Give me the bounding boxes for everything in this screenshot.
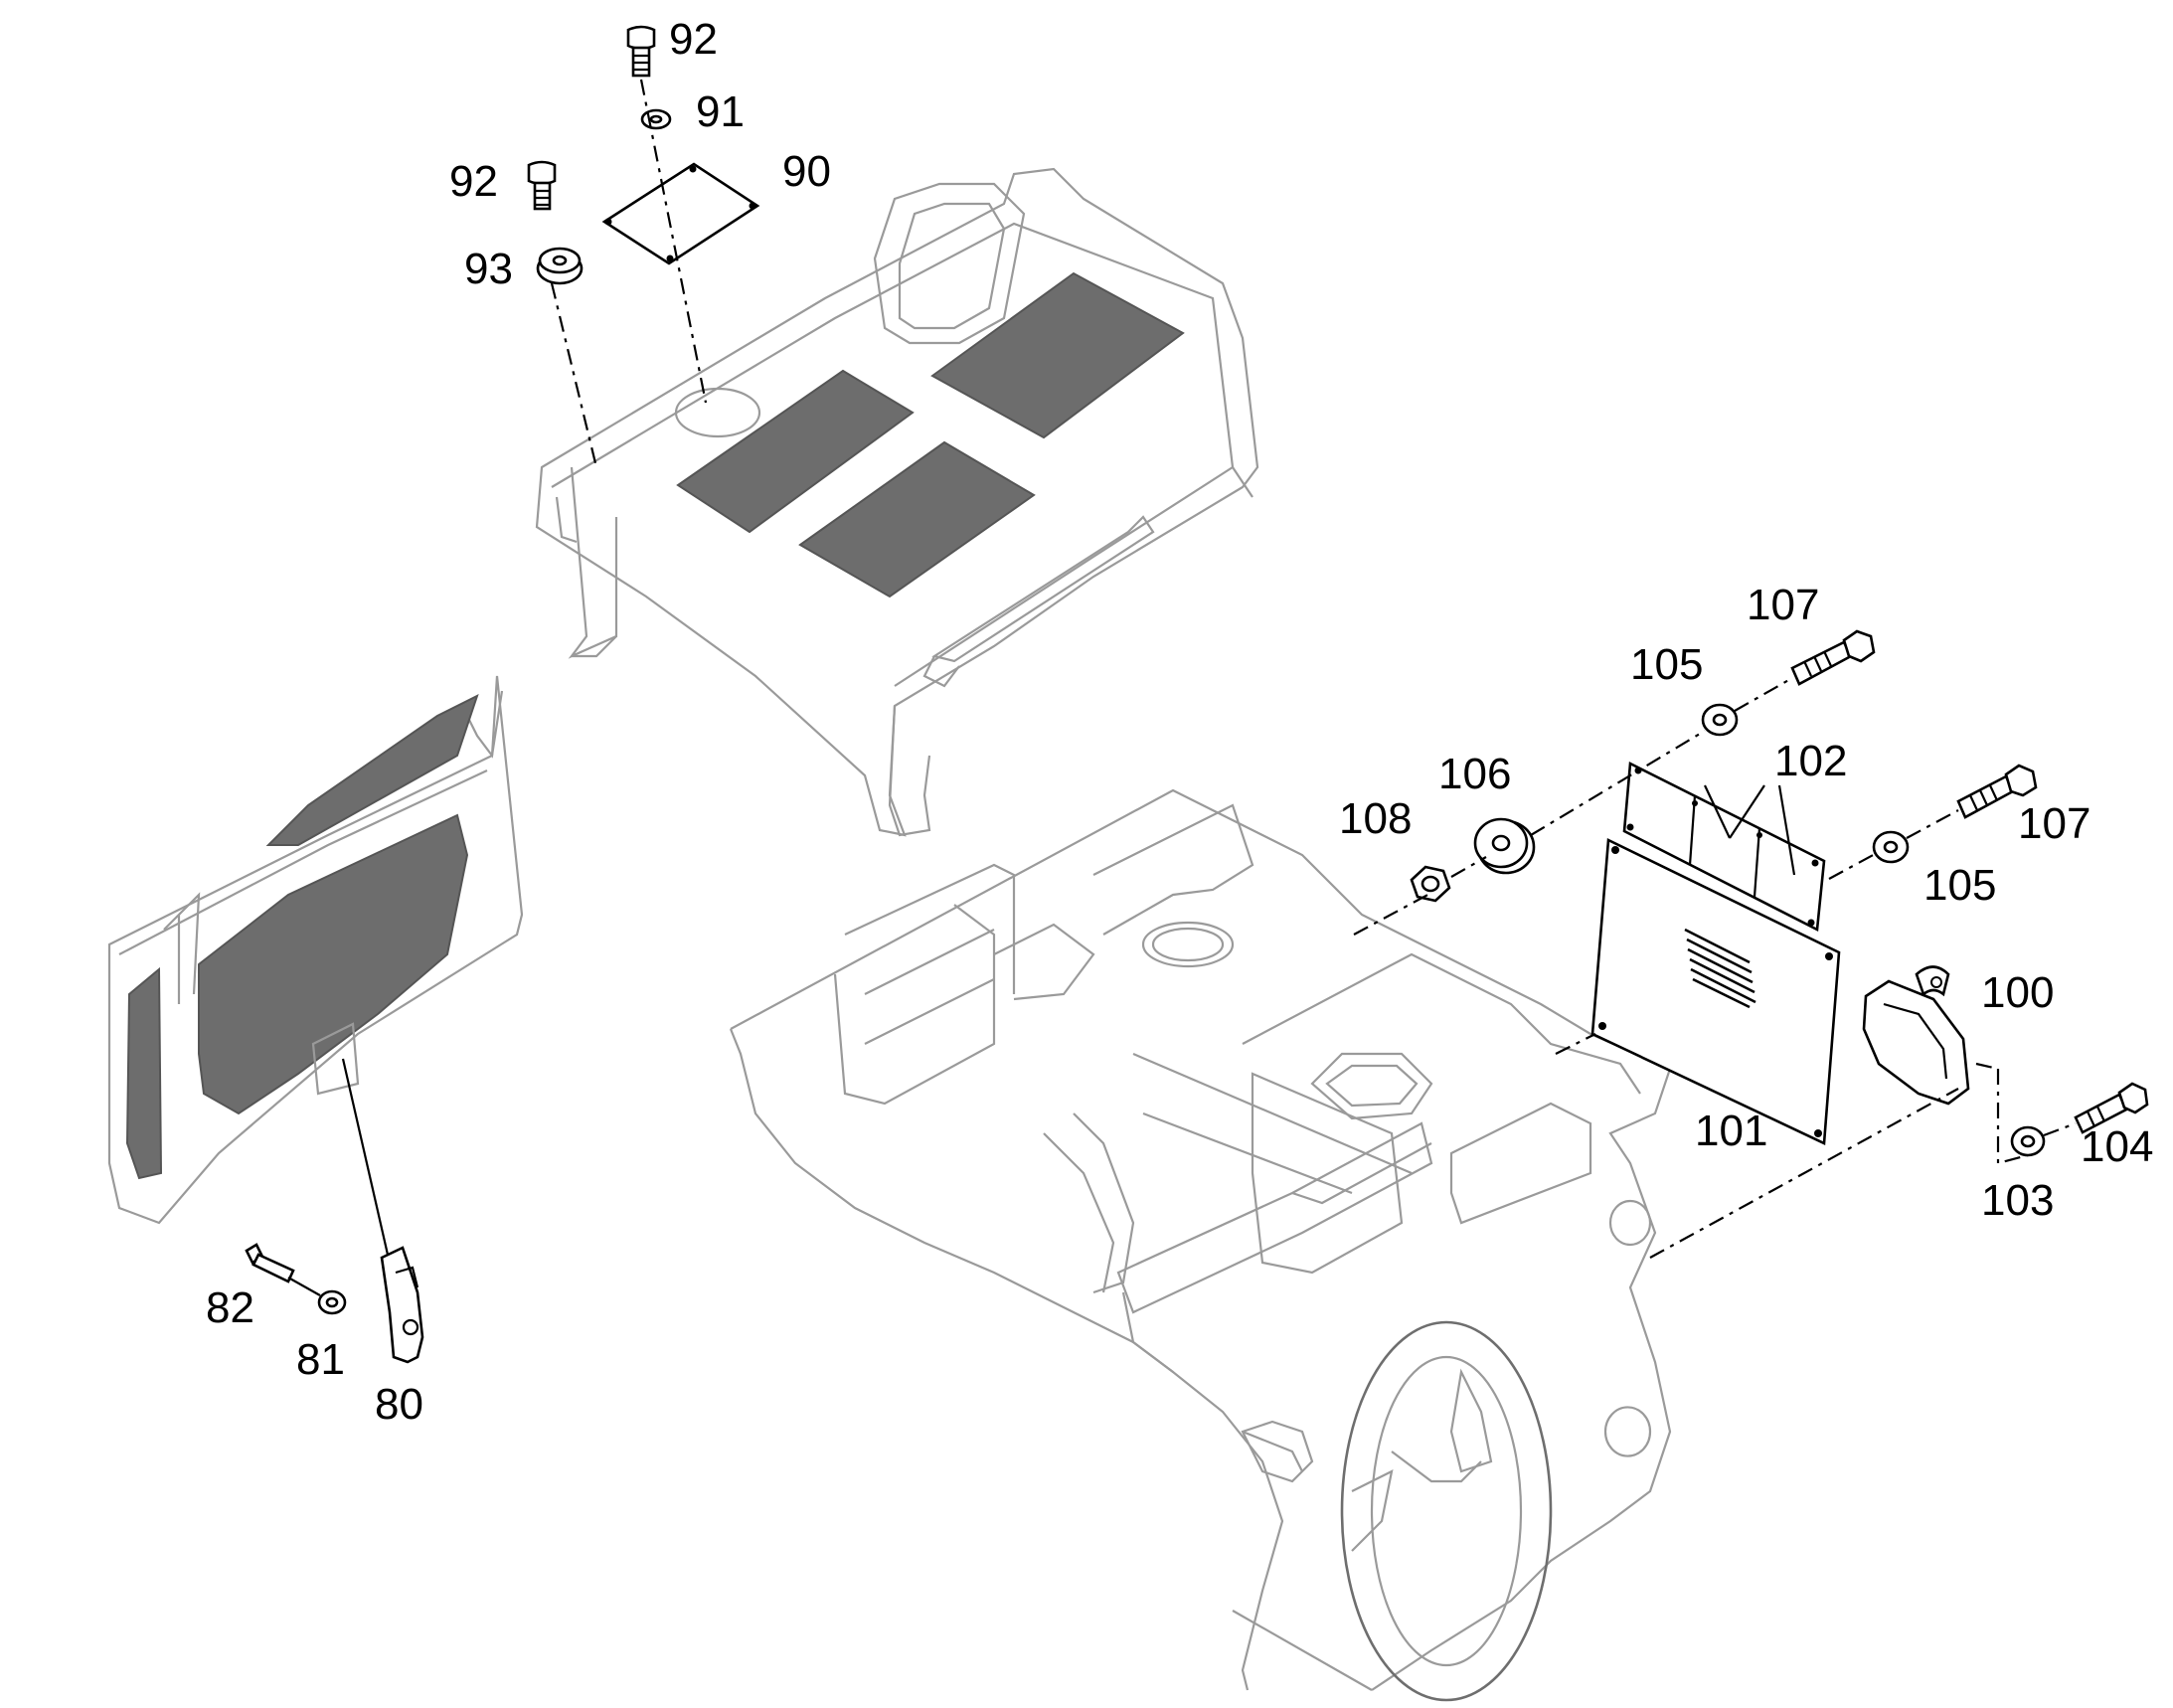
part-100-cover-handle[interactable] — [1862, 965, 1970, 1106]
label-106: 106 — [1438, 750, 1511, 798]
part-101-grille-panel[interactable] — [1590, 837, 1841, 1145]
part-82-bolt[interactable] — [245, 1243, 295, 1283]
hood-mesh-panel-left — [676, 369, 915, 534]
label-93: 93 — [464, 245, 513, 293]
leader-lines — [287, 79, 2077, 1296]
label-91: 91 — [696, 87, 745, 136]
part-92-bolt-left[interactable] — [527, 160, 557, 211]
part-108-nut[interactable] — [1410, 865, 1451, 903]
hood-mesh-panel-center — [798, 440, 1036, 598]
label-107-right: 107 — [2018, 799, 2090, 848]
label-102: 102 — [1774, 737, 1847, 785]
part-107-bolt-lower[interactable] — [1956, 764, 2038, 819]
part-106-spacer[interactable] — [1473, 817, 1536, 875]
label-90: 90 — [782, 147, 831, 196]
part-107-bolt-upper[interactable] — [1790, 629, 1876, 686]
label-107-top: 107 — [1747, 581, 1819, 629]
label-105-right: 105 — [1923, 861, 1996, 910]
axle-flange-ring-outer — [1340, 1320, 1553, 1702]
label-100: 100 — [1981, 968, 2054, 1017]
label-103: 103 — [1981, 1176, 2054, 1225]
part-105-washer-lower[interactable] — [1872, 830, 1910, 864]
door-mesh-upper — [265, 694, 479, 846]
label-81: 81 — [296, 1335, 345, 1384]
door-mesh-strip — [125, 966, 163, 1180]
part-103-washer[interactable] — [2010, 1125, 2046, 1157]
part-105-washer-upper[interactable] — [1701, 703, 1739, 737]
label-82: 82 — [206, 1283, 254, 1332]
main-frame — [729, 788, 1672, 1702]
label-108: 108 — [1339, 794, 1412, 843]
label-92-left: 92 — [449, 157, 498, 206]
part-80-latch-plate[interactable] — [380, 1246, 424, 1364]
hood-mesh-panel-right — [930, 271, 1185, 439]
part-81-washer[interactable] — [317, 1289, 347, 1315]
part-104-bolt[interactable] — [2074, 1082, 2149, 1134]
axle-flange-ring-inner — [1370, 1355, 1523, 1667]
hood-assembly — [535, 167, 1259, 837]
door-mesh-large — [198, 813, 469, 1115]
label-104: 104 — [2081, 1122, 2153, 1171]
label-105-top: 105 — [1630, 640, 1703, 689]
part-91-washer[interactable] — [640, 108, 672, 130]
part-92-bolt-top[interactable] — [626, 25, 656, 78]
label-80: 80 — [375, 1380, 423, 1429]
side-door-panel — [107, 675, 524, 1225]
part-labels: 92 91 92 90 93 107 105 106 102 108 107 1… — [206, 15, 2153, 1429]
label-101: 101 — [1695, 1107, 1767, 1155]
part-90-cover-plate[interactable] — [601, 162, 760, 265]
label-92-top: 92 — [669, 15, 718, 64]
part-93-grommet[interactable] — [536, 247, 584, 285]
